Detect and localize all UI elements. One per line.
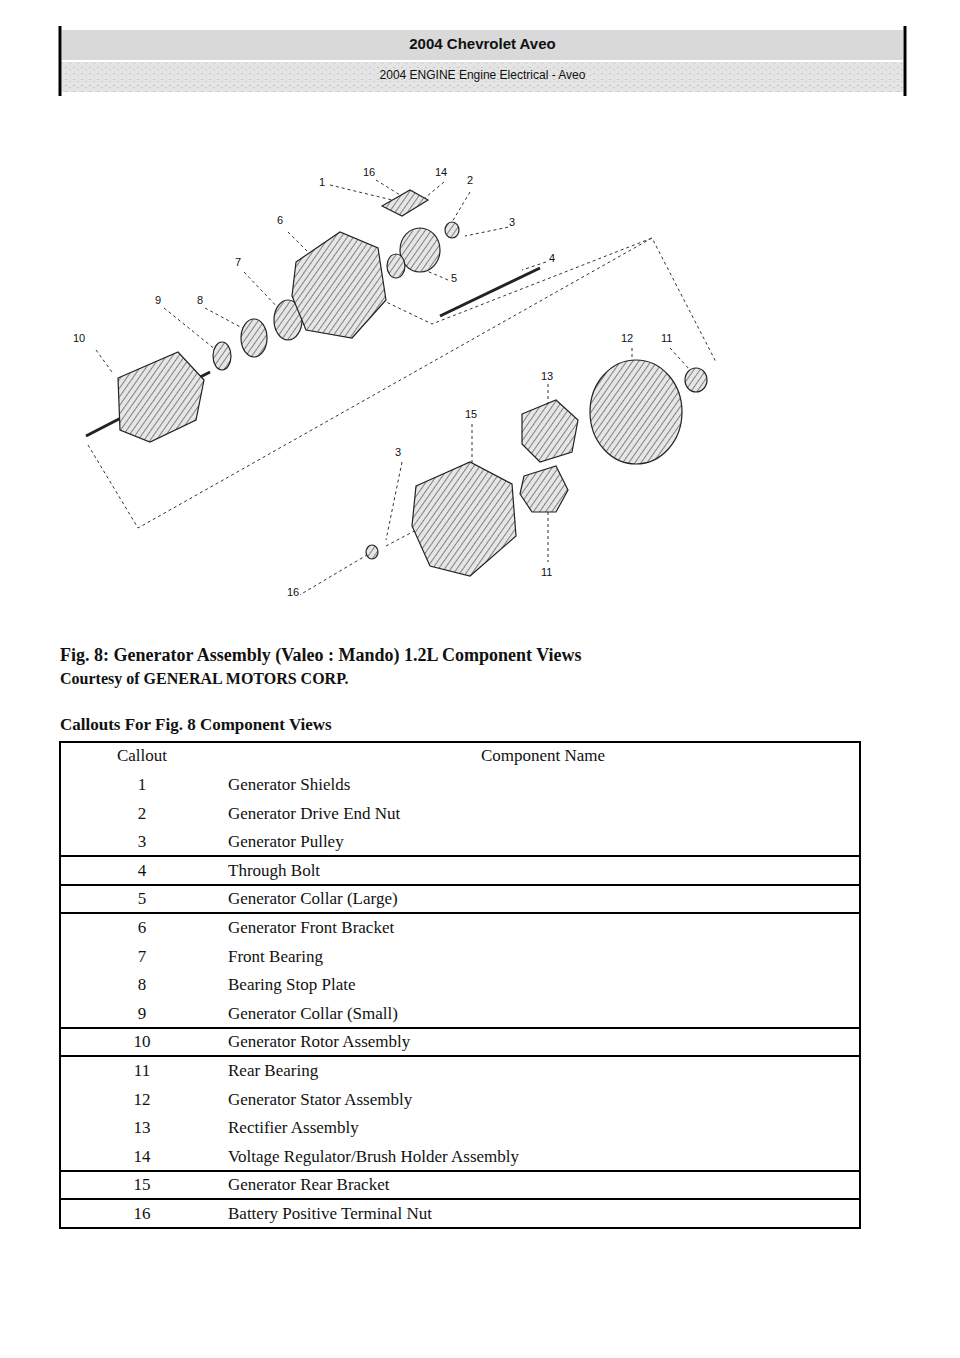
callout-number: 16: [62, 1204, 222, 1224]
regulator: [520, 466, 568, 512]
component-name: Generator Rear Bracket: [228, 1175, 389, 1195]
component-name: Bearing Stop Plate: [228, 975, 355, 995]
column-header: Callout: [62, 746, 222, 766]
subtitle-band: [62, 62, 903, 92]
component-name: Through Bolt: [228, 861, 320, 881]
collar: [387, 254, 405, 278]
callout-number: 2: [466, 174, 474, 187]
header-frame: [60, 26, 905, 96]
callout-number: 4: [548, 252, 556, 265]
component-name: Rear Bearing: [228, 1061, 318, 1081]
callout-number: 2: [62, 804, 222, 824]
callout-number: 3: [508, 216, 516, 229]
callout-number: 13: [62, 1118, 222, 1138]
component-name: Voltage Regulator/Brush Holder Assembly: [228, 1147, 519, 1167]
through-bolt: [440, 268, 540, 316]
component-name: Generator Shields: [228, 775, 350, 795]
callout-number: 9: [154, 294, 162, 307]
callout-number: 10: [72, 332, 86, 345]
component-name: Generator Front Bracket: [228, 918, 394, 938]
rotor: [118, 352, 204, 442]
component-name: Generator Collar (Large): [228, 889, 398, 909]
callout-number: 13: [540, 370, 554, 383]
guide-line: [298, 552, 372, 596]
credit-line: Courtesy of GENERAL MOTORS CORP.: [60, 670, 348, 688]
frame-line: [59, 26, 62, 96]
rear-bearing: [685, 368, 707, 392]
table-title: Callouts For Fig. 8 Component Views: [60, 715, 332, 735]
component-name: Battery Positive Terminal Nut: [228, 1204, 432, 1224]
stator: [590, 360, 682, 464]
callout-number: 9: [62, 1004, 222, 1024]
component-name: Generator Drive End Nut: [228, 804, 400, 824]
component-name: Generator Stator Assembly: [228, 1090, 412, 1110]
collar: [213, 342, 231, 370]
component-name: Front Bearing: [228, 947, 323, 967]
callout-number: 7: [234, 256, 242, 269]
callout-number: 5: [450, 272, 458, 285]
callout-number: 14: [434, 166, 448, 179]
title-band: [62, 30, 903, 60]
shield: [382, 190, 428, 216]
frame-line: [904, 26, 907, 96]
callout-number: 4: [62, 861, 222, 881]
callout-number: 8: [196, 294, 204, 307]
column-header: Component Name: [228, 746, 858, 766]
callout-number: 5: [62, 889, 222, 909]
component-name: Generator Rotor Assembly: [228, 1032, 410, 1052]
callout-number: 16: [362, 166, 376, 179]
rectifier: [522, 400, 578, 462]
callout-number: 8: [62, 975, 222, 995]
callout-number: 12: [62, 1090, 222, 1110]
pulley: [400, 228, 440, 272]
component-name: Generator Pulley: [228, 832, 344, 852]
table-border: [60, 742, 860, 1228]
callout-number: 1: [318, 176, 326, 189]
guide-line: [88, 238, 716, 528]
table-frame: [60, 742, 860, 1228]
component-name: Generator Collar (Small): [228, 1004, 398, 1024]
front-bracket: [292, 232, 386, 338]
callout-number: 3: [394, 446, 402, 459]
guide-lines: [88, 180, 716, 596]
callout-number: 11: [540, 566, 553, 579]
callout-number: 11: [62, 1061, 222, 1081]
nut: [445, 222, 459, 238]
component-name: Rectifier Assembly: [228, 1118, 359, 1138]
callout-number: 7: [62, 947, 222, 967]
callout-number: 15: [464, 408, 478, 421]
page-subtitle: 2004 ENGINE Engine Electrical - Aveo: [62, 69, 903, 83]
callout-number: 11: [660, 332, 673, 345]
callout-number: 3: [62, 832, 222, 852]
generator-parts: [86, 190, 707, 576]
callout-number: 14: [62, 1147, 222, 1167]
callout-number: 15: [62, 1175, 222, 1195]
callout-number: 12: [620, 332, 634, 345]
callout-number: 10: [62, 1032, 222, 1052]
terminal-nut: [366, 545, 378, 559]
callout-number: 6: [276, 214, 284, 227]
bearing-plate: [241, 319, 267, 357]
callout-number: 6: [62, 918, 222, 938]
callout-number: 1: [62, 775, 222, 795]
figure-caption: Fig. 8: Generator Assembly (Valeo : Mand…: [60, 645, 582, 666]
rear-bracket: [412, 462, 516, 576]
callout-number: 16: [286, 586, 300, 599]
page-title: 2004 Chevrolet Aveo: [62, 35, 903, 52]
